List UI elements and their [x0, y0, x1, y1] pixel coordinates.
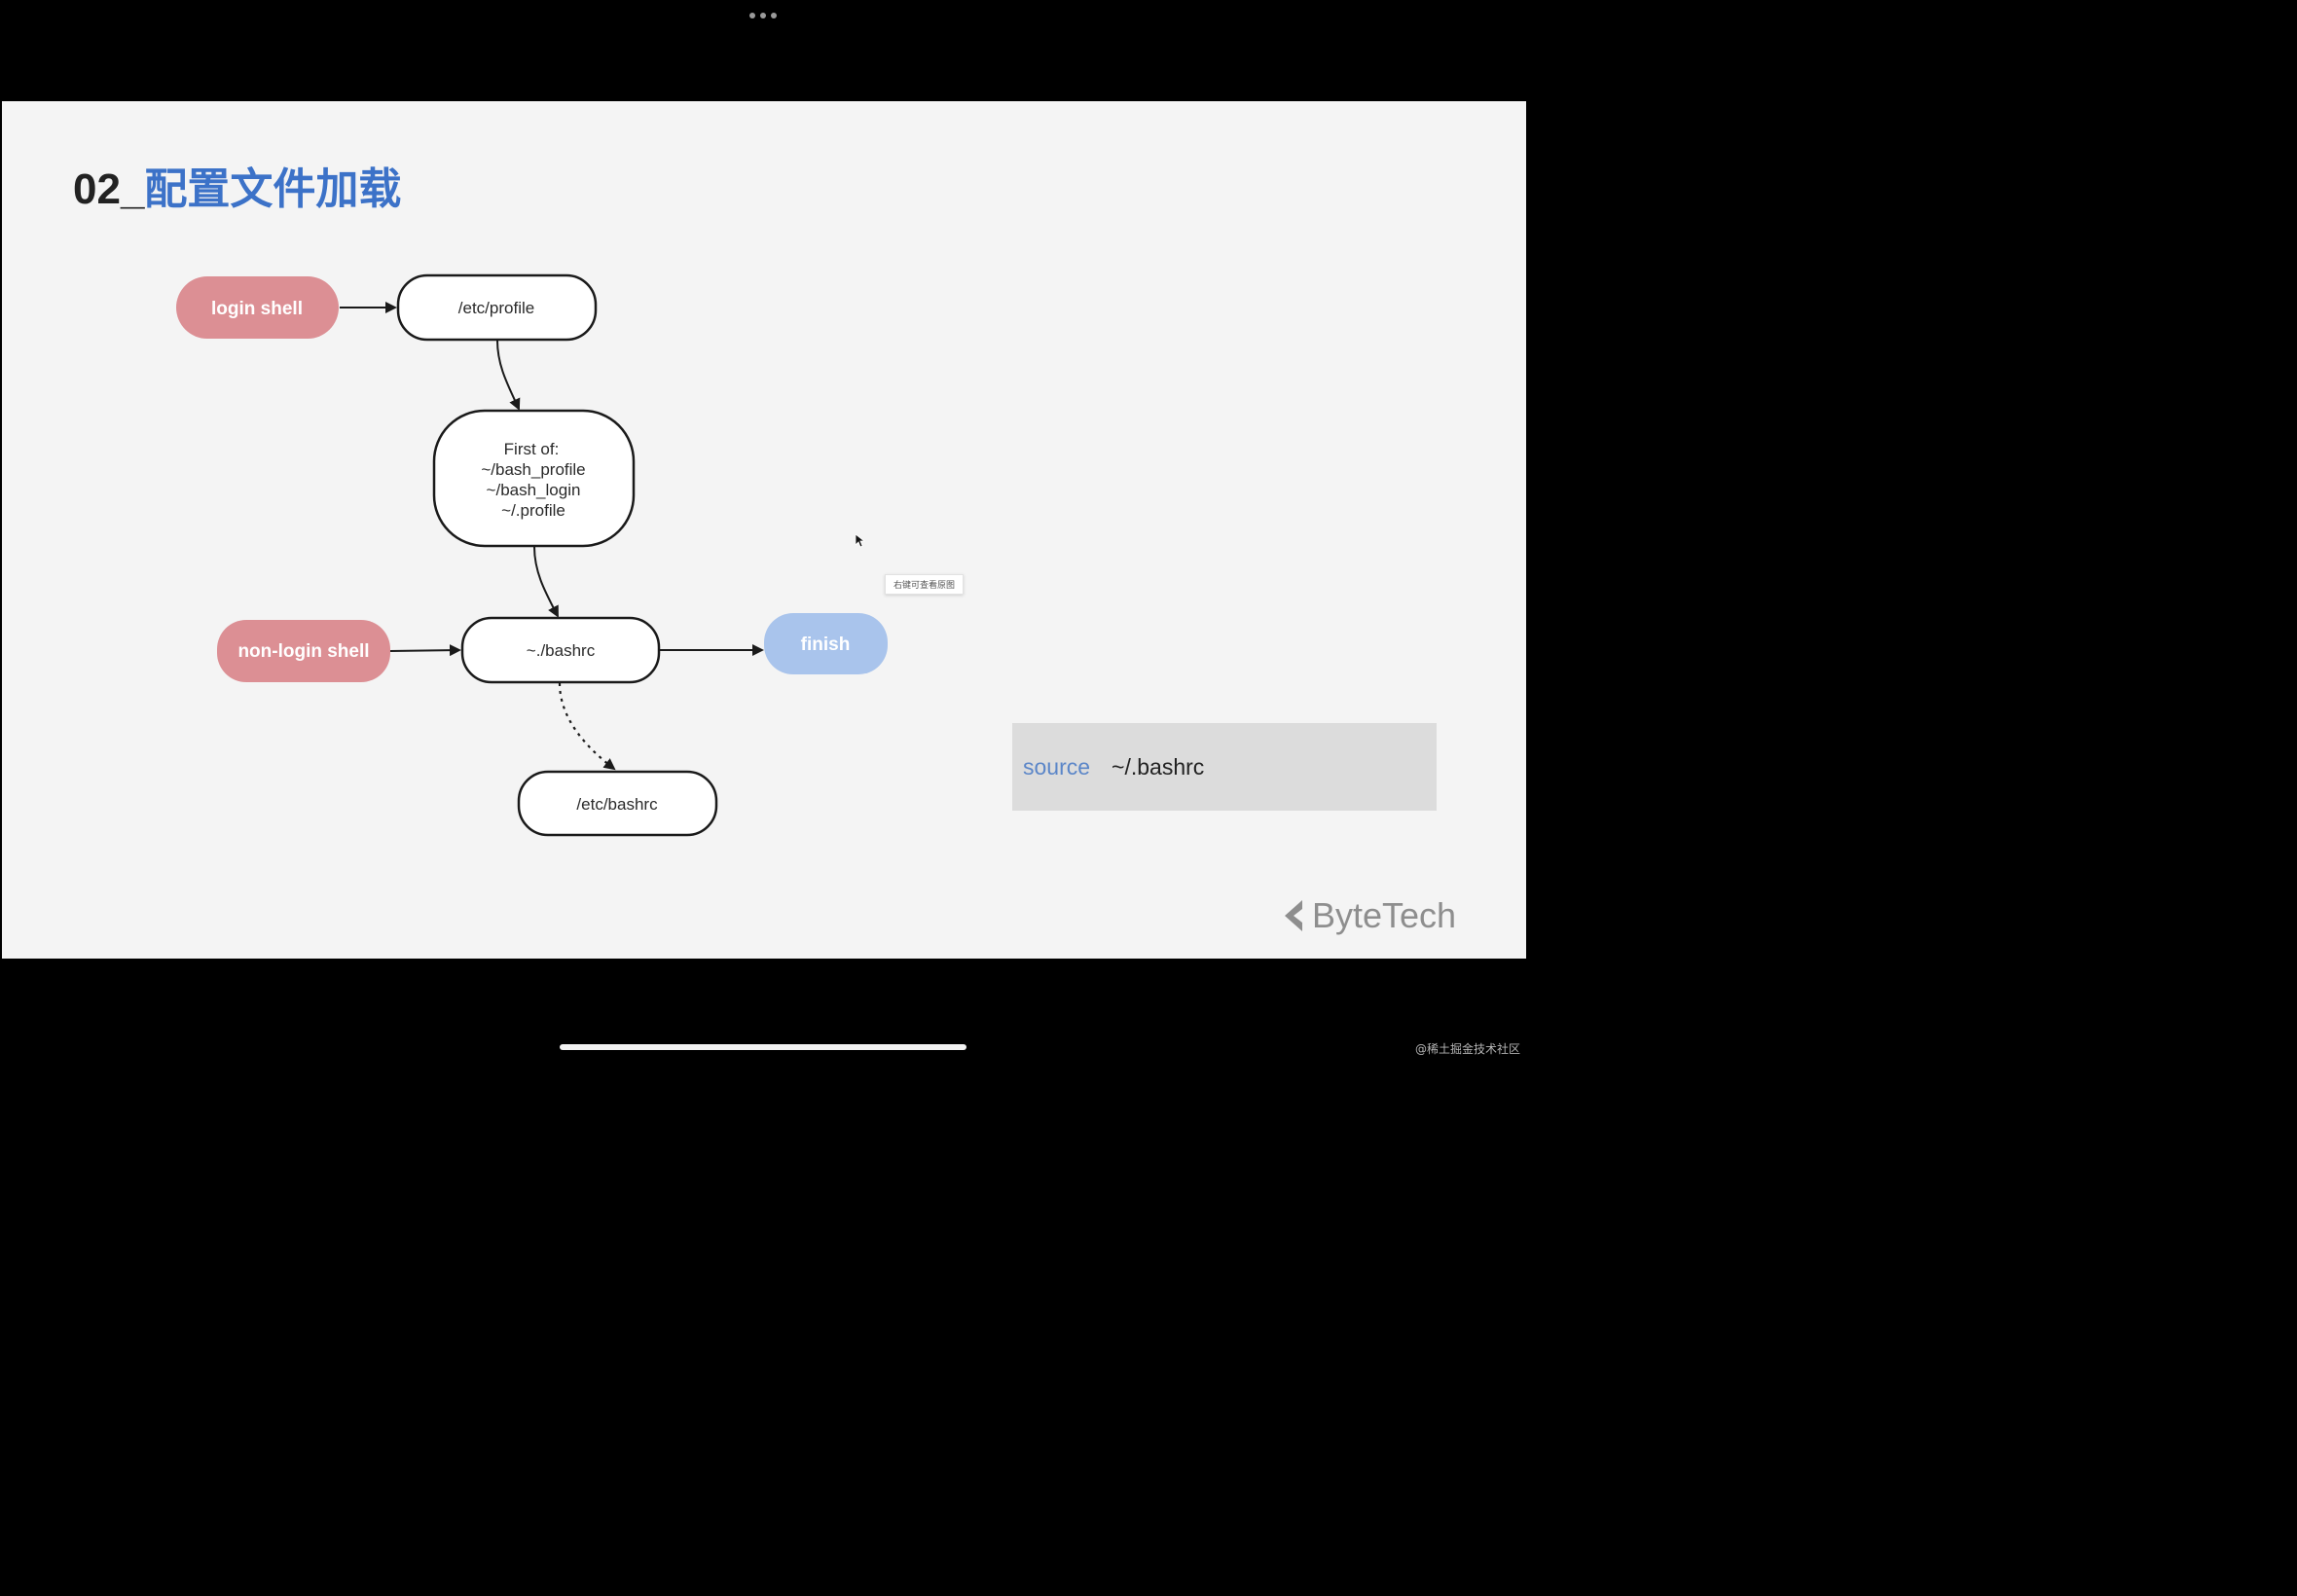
node-etc-profile — [396, 273, 598, 342]
bytetech-logo: ByteTech — [1283, 895, 1456, 936]
flow-diagram: login shell /etc/profile First of: ~/bas… — [176, 273, 888, 837]
node-first-of-line-2: ~/bash_profile — [481, 460, 585, 479]
node-login-shell — [176, 276, 339, 339]
node-non-login-shell — [217, 620, 390, 682]
source-keyword: source — [1023, 753, 1091, 780]
node-first-of-line-3: ~/bash_login — [487, 481, 581, 499]
home-indicator[interactable] — [560, 1044, 966, 1050]
node-etc-bashrc — [517, 770, 718, 837]
node-first-of — [432, 409, 636, 548]
node-finish — [764, 613, 888, 674]
screen: 02_配置文件加载 login shell /etc/profile — [0, 0, 1526, 1061]
edge-firstof-to-bashrc — [533, 546, 559, 618]
mouse-cursor-icon — [856, 534, 865, 548]
node-finish-label: finish — [801, 635, 851, 655]
view-original-tooltip[interactable]: 右键可查看原图 — [885, 574, 965, 595]
edge-nonlogin-to-bashrc — [389, 644, 461, 657]
title-text: 配置文件加载 — [144, 164, 402, 214]
node-etc-profile-label: /etc/profile — [458, 299, 534, 317]
watermark: @稀土掘金技术社区 — [1414, 1042, 1520, 1056]
title-number: 02_ — [73, 165, 145, 213]
node-login-shell-label: login shell — [211, 299, 303, 319]
node-first-of-line-1: First of: — [504, 440, 560, 458]
source-argument: ~/.bashrc — [1112, 753, 1205, 780]
bytetech-chevron-icon — [1285, 900, 1302, 931]
page-title: 02_配置文件加载 — [73, 154, 401, 216]
node-bashrc-label: ~./bashrc — [527, 641, 596, 660]
source-command-box: source ~/.bashrc — [1012, 723, 1437, 811]
node-first-of-line-4: ~/.profile — [501, 501, 565, 520]
brand-name: ByteTech — [1312, 895, 1457, 935]
node-non-login-shell-label: non-login shell — [237, 641, 369, 662]
more-options-icon[interactable] — [744, 10, 783, 21]
node-bashrc — [460, 616, 661, 684]
slide: 02_配置文件加载 login shell /etc/profile — [2, 101, 1526, 959]
edge-bashrc-to-etcbashrc — [558, 682, 616, 771]
edge-profile-to-firstof — [496, 340, 521, 411]
node-etc-bashrc-label: /etc/bashrc — [576, 795, 658, 814]
